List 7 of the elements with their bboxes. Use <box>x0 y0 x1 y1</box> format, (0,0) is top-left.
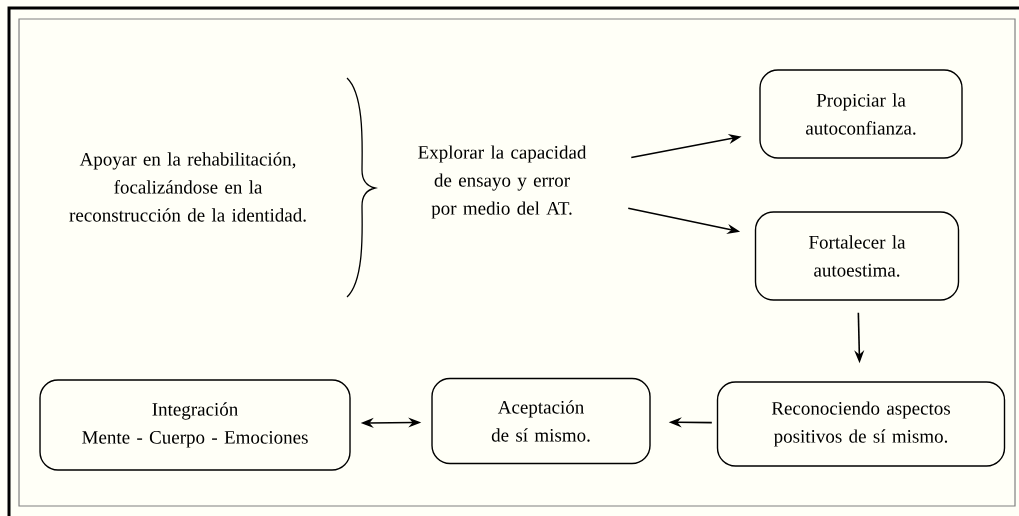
process-box: Fortalecer la autoestima. <box>754 211 960 301</box>
process-box: Aceptación de sí mismo. <box>431 377 651 465</box>
description-text: Explorar la capacidad de ensayo y error por medio del AT. <box>418 145 587 219</box>
description-text: Apoyar en la rehabilitación, focalizándose en la reconstrucción de la identidad. <box>69 152 306 222</box>
process-box: Integración Mente - Cuerpo - Emociones <box>39 379 351 471</box>
process-box: Propiciar la autoconfianza. <box>759 69 963 159</box>
process-box: Reconociendo aspectos positivos de sí mismo. <box>716 381 1006 467</box>
